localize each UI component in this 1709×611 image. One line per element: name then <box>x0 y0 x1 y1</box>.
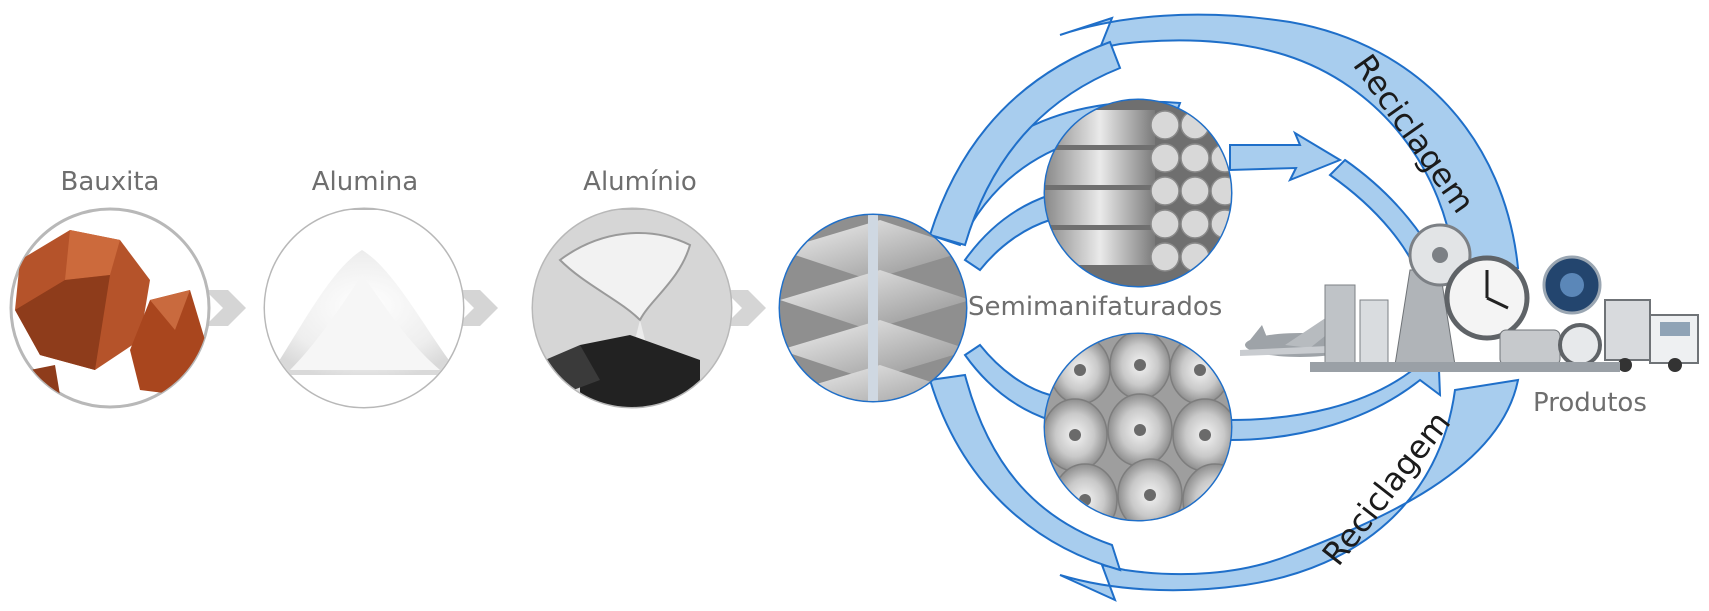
label-semimanufaturados: Semimanifaturados <box>968 292 1223 322</box>
flow-chevrons <box>205 290 766 326</box>
label-produtos: Produtos <box>1533 388 1647 418</box>
aluminium-rods-photo <box>1043 98 1233 288</box>
alumina-photo <box>263 207 465 409</box>
products-collage <box>1240 223 1699 372</box>
aluminium-ingots-photo <box>778 213 968 403</box>
can-icon <box>1359 299 1389 366</box>
clock-icon <box>1444 255 1530 341</box>
recycling-loop <box>928 13 1520 602</box>
label-bauxita: Bauxita <box>60 167 160 197</box>
gauge-icon <box>1558 323 1602 367</box>
wheel-icon <box>1408 223 1472 287</box>
aluminium-coils-photo <box>1043 332 1233 522</box>
truck-icon <box>1604 299 1699 372</box>
bauxite-photo <box>9 207 211 409</box>
aluminium-pouring-photo <box>531 207 733 409</box>
recycling-label-bottom: Reciclagem <box>1315 404 1458 573</box>
label-aluminio: Alumínio <box>583 167 697 197</box>
label-alumina: Alumina <box>311 167 419 197</box>
dish-icon <box>1542 255 1602 315</box>
can-icon <box>1324 284 1356 366</box>
products-base <box>1310 362 1620 372</box>
pot-icon <box>1499 329 1561 366</box>
